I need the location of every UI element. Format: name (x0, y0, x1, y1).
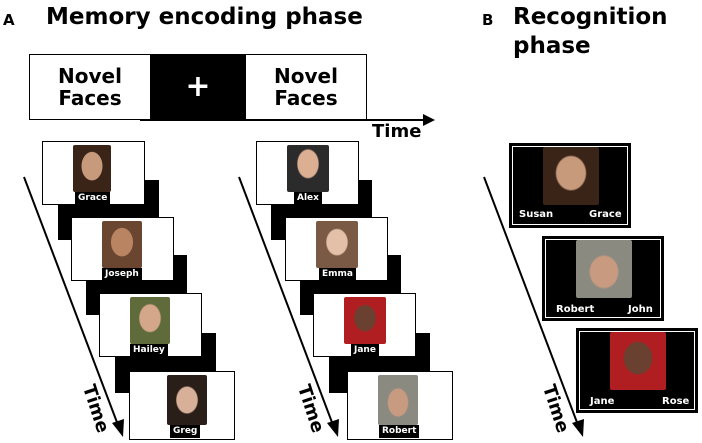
time-axis-arrow (23, 176, 124, 437)
face-name-label: Joseph (102, 268, 142, 281)
novel-faces-block-right: Novel Faces (246, 55, 366, 119)
choice-right-name: Rose (662, 396, 690, 407)
panel-b-title: Recognition phase (513, 4, 668, 59)
choice-left-name: Robert (556, 304, 595, 315)
choice-left-name: Susan (519, 209, 554, 220)
recognition-card: Susan Grace (509, 143, 631, 228)
face-name-label: Hailey (130, 344, 168, 357)
choice-right-name: John (628, 304, 653, 315)
fixation-cross: + (160, 360, 170, 373)
panel-a-letter: A (3, 11, 15, 29)
face-image (543, 147, 599, 205)
time-axis-arrow (483, 176, 584, 437)
face-image (287, 145, 329, 192)
face-card: Robert (347, 371, 453, 440)
face-image (576, 240, 632, 298)
fixation-cross: + (105, 208, 115, 221)
face-name-label: Emma (319, 268, 356, 281)
novel-faces-block-left: Novel Faces (30, 55, 150, 119)
face-image (344, 297, 386, 344)
fixation-cross: + (348, 284, 358, 297)
time-label: Time (372, 121, 422, 142)
fixation-cross: + (318, 208, 328, 221)
face-card: Greg (129, 371, 235, 440)
panel-b-letter: B (482, 11, 494, 29)
face-image (167, 375, 207, 425)
choice-right-name: Grace (589, 209, 622, 220)
fixation-cross: + (133, 284, 143, 297)
face-image (316, 221, 358, 268)
face-image (378, 375, 418, 425)
face-name-label: Greg (170, 425, 201, 438)
face-card: Hailey (99, 293, 202, 357)
face-name-label: Alex (294, 192, 322, 205)
face-image (610, 332, 666, 390)
face-card: Alex (256, 141, 359, 205)
face-card: Emma (285, 217, 388, 281)
recognition-card: Jane Rose (576, 328, 698, 413)
face-name-label: Jane (351, 344, 379, 357)
panel-a-title: Memory encoding phase (46, 4, 363, 30)
face-image (102, 221, 142, 268)
fixation-block: + (150, 55, 246, 119)
fixation-cross: + (376, 360, 386, 373)
face-card: Joseph (71, 217, 174, 281)
choice-left-name: Jane (590, 396, 615, 407)
face-card: Grace (42, 141, 145, 205)
face-image (73, 145, 111, 192)
block-design-bar: Novel Faces + Novel Faces (29, 54, 367, 120)
time-axis-arrow (238, 176, 339, 437)
face-card: Jane (313, 293, 416, 357)
face-name-label: Grace (75, 192, 111, 205)
face-name-label: Robert (379, 425, 420, 438)
face-image (130, 297, 170, 344)
recognition-card: Robert John (542, 236, 664, 321)
time-arrow (140, 114, 435, 126)
